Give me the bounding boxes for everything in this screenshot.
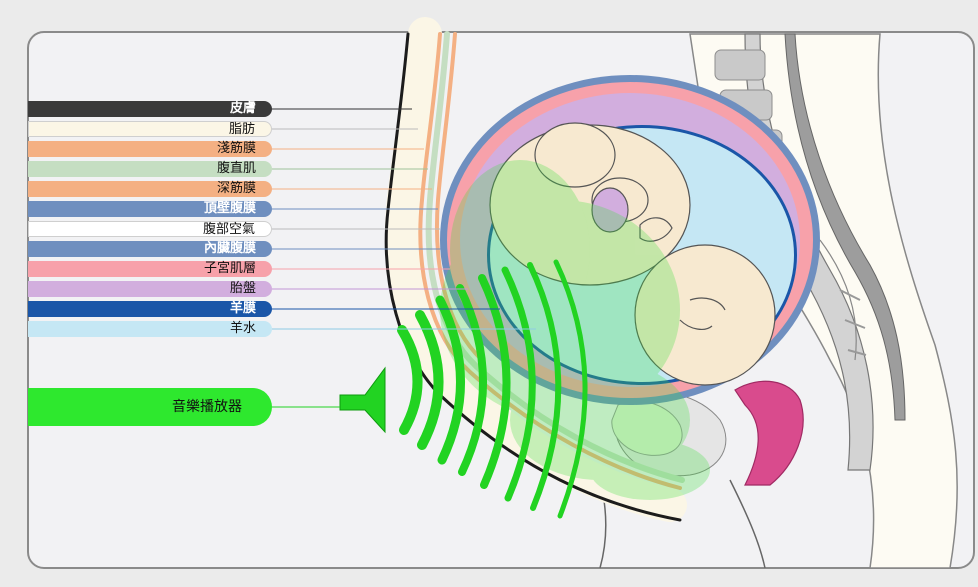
- label-deep-fascia: 深筋膜: [28, 181, 272, 197]
- label-placenta: 胎盤: [28, 281, 272, 297]
- label-music-player: 音樂播放器: [28, 388, 272, 426]
- label-fat: 脂肪: [28, 121, 272, 137]
- label-abdominal-air: 腹部空氣: [28, 221, 272, 237]
- label-skin: 皮膚: [28, 101, 272, 117]
- label-parietal-peritoneum: 頂壁腹膜: [28, 201, 272, 217]
- label-rectus-abdominis: 腹直肌: [28, 161, 272, 177]
- label-visceral-peritoneum: 內臟腹膜: [28, 241, 272, 257]
- label-amniotic-fluid: 羊水: [28, 321, 272, 337]
- label-uterine-muscle: 子宮肌層: [28, 261, 272, 277]
- label-superficial-fascia: 淺筋膜: [28, 141, 272, 157]
- label-amniotic-membrane: 羊膜: [28, 301, 272, 317]
